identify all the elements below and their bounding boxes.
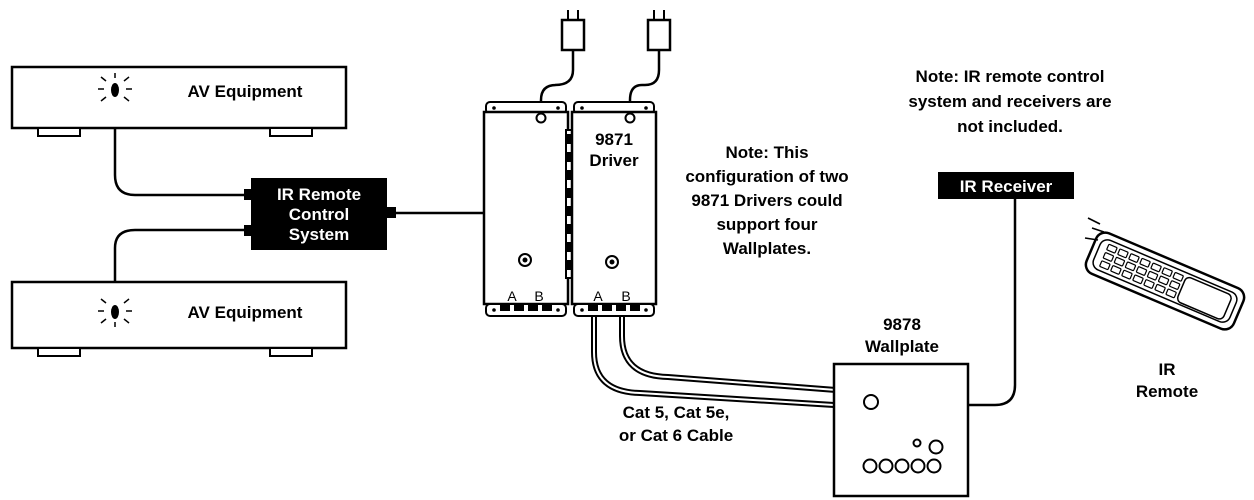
note-drivers-line-2: configuration of two <box>685 167 848 186</box>
ir-control-line-1: IR Remote <box>277 185 361 204</box>
cat-cables <box>591 313 837 408</box>
note-drivers-line-5: Wallplates. <box>723 239 811 258</box>
wallplate-label-line-1: 9878 <box>883 315 921 334</box>
driver-label-line-2: Driver <box>589 151 639 170</box>
ir-emitter-icon <box>98 73 132 102</box>
ir-remote: IR Remote <box>1084 217 1246 401</box>
power-cord-right <box>628 50 661 110</box>
ir-remote-label-line-1: IR <box>1159 360 1176 379</box>
cable-label-line-1: Cat 5, Cat 5e, <box>623 403 730 422</box>
driver-label-line-1: 9871 <box>595 130 633 149</box>
ir-control-line-2: Control <box>289 205 349 224</box>
power-cord-left <box>539 50 575 110</box>
power-plug-left <box>560 10 586 52</box>
power-plug-right <box>646 10 672 52</box>
note-ir-system-line-2: system and receivers are <box>908 92 1111 111</box>
ir-remote-control-system: IR Remote Control System <box>244 178 396 250</box>
driver-left-port-a: A <box>507 288 517 304</box>
ir-remote-icon <box>1084 231 1246 331</box>
av-equipment-top-label: AV Equipment <box>188 82 303 101</box>
driver-right-port-b: B <box>621 288 630 304</box>
note-drivers: Note: This configuration of two 9871 Dri… <box>685 143 848 258</box>
note-ir-system-line-3: not included. <box>957 117 1063 136</box>
driver-left: A B <box>482 101 570 317</box>
av-equipment-bottom-label: AV Equipment <box>188 303 303 322</box>
wire-av-bottom-to-ir-control <box>113 228 250 300</box>
driver-right: 9871 Driver A B <box>570 101 658 317</box>
ir-signal-icon <box>1084 217 1105 241</box>
ir-receiver-label: IR Receiver <box>960 177 1053 196</box>
note-drivers-line-4: support four <box>716 215 817 234</box>
note-drivers-line-3: 9871 Drivers could <box>691 191 842 210</box>
wallplate-label-line-2: Wallplate <box>865 337 939 356</box>
cable-label: Cat 5, Cat 5e, or Cat 6 Cable <box>619 403 733 445</box>
cable-label-line-2: or Cat 6 Cable <box>619 426 733 445</box>
ir-control-line-3: System <box>289 225 349 244</box>
ir-receiver: IR Receiver <box>938 172 1074 199</box>
note-ir-system-line-1: Note: IR remote control <box>916 67 1105 86</box>
driver-left-port-b: B <box>534 288 543 304</box>
note-drivers-line-1: Note: This <box>725 143 808 162</box>
ir-remote-label-line-2: Remote <box>1136 382 1198 401</box>
wire-av-top-to-ir-control <box>113 95 250 197</box>
note-ir-system: Note: IR remote control system and recei… <box>908 67 1111 136</box>
ir-emitter-icon <box>98 298 132 327</box>
wallplate: 9878 Wallplate <box>832 315 970 498</box>
av-equipment-bottom: AV Equipment <box>10 280 348 357</box>
driver-right-port-a: A <box>593 288 603 304</box>
av-equipment-top: AV Equipment <box>10 65 348 137</box>
